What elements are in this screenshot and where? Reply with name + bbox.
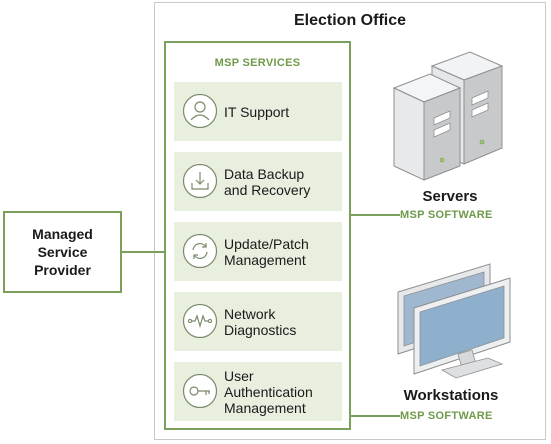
service-label: Update/Patch Management: [224, 235, 309, 268]
refresh-icon: [182, 233, 218, 269]
servers-label: Servers: [422, 188, 478, 205]
msp-services-box: [164, 41, 351, 430]
servers-msp-software-label: MSP SOFTWARE: [400, 209, 493, 221]
service-label: Data Backup and Recovery: [224, 165, 311, 198]
service-update-patch: Update/Patch Management: [174, 222, 342, 281]
service-label: User Authentication Management: [224, 367, 313, 416]
service-label: IT Support: [224, 103, 290, 120]
service-data-backup: Data Backup and Recovery: [174, 152, 342, 211]
election-office-frame: [154, 2, 546, 440]
backup-download-icon: [182, 163, 218, 199]
service-user-authentication: User Authentication Management: [174, 362, 342, 421]
workstations-msp-software-label: MSP SOFTWARE: [400, 410, 493, 422]
workstations-label: Workstations: [403, 387, 499, 404]
managed-service-provider-box: Managed Service Provider: [3, 211, 122, 293]
msp-services-title: MSP SERVICES: [214, 57, 301, 69]
servers-icon: [392, 51, 504, 181]
pulse-signal-icon: [182, 303, 218, 339]
service-it-support: IT Support: [174, 82, 342, 141]
service-network-diagnostics: Network Diagnostics: [174, 292, 342, 351]
service-label: Network Diagnostics: [224, 305, 297, 338]
person-icon: [182, 93, 218, 129]
election-office-title: Election Office: [293, 12, 407, 29]
workstations-icon: [397, 263, 511, 379]
key-icon: [182, 373, 218, 409]
